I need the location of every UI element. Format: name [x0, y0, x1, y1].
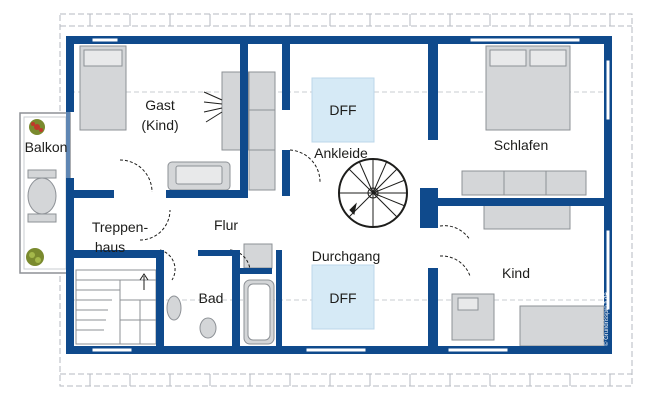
spiral-stair-icon — [338, 158, 408, 228]
windows — [91, 37, 611, 353]
room-label-balkon: Balkon — [25, 139, 68, 155]
bath-sink — [243, 243, 273, 269]
balcony-chair-bottom — [27, 213, 57, 223]
plant-icon — [29, 119, 45, 135]
skylight-label-bottom: DFF — [329, 290, 356, 306]
balcony — [19, 112, 71, 274]
roof-ticks — [89, 14, 611, 386]
room-label-gast: Gast — [145, 97, 175, 113]
room-label-bad: Bad — [199, 290, 224, 306]
room-label-schlafen: Schlafen — [494, 137, 548, 153]
room-label-treppenhaus-sub: haus — [95, 239, 125, 255]
hall-wardrobe — [248, 71, 276, 191]
watermark: © Grundrisspro fi.de — [603, 292, 610, 346]
stair-sink — [166, 295, 182, 321]
kids-wardrobe — [483, 204, 571, 230]
bedroom-wardrobe — [461, 170, 587, 196]
kids-bed — [519, 305, 605, 347]
room-label-treppenhaus: Treppen- — [92, 219, 149, 235]
balcony-chair-top — [27, 169, 57, 179]
plant-icon — [26, 248, 44, 266]
toilet — [199, 317, 217, 339]
room-label-kind: Kind — [502, 265, 530, 281]
skylight-label-top: DFF — [329, 102, 356, 118]
room-label-ankleide: Ankleide — [314, 145, 368, 161]
skylight-bottom — [311, 264, 375, 330]
balcony-table — [27, 177, 57, 215]
room-label-durchgang: Durchgang — [312, 248, 381, 264]
lamp-rays — [203, 91, 223, 123]
skylight-top — [311, 77, 375, 143]
room-label-gast-sub: (Kind) — [141, 117, 178, 133]
stair-icon — [75, 269, 157, 345]
room-label-flur: Flur — [214, 217, 238, 233]
